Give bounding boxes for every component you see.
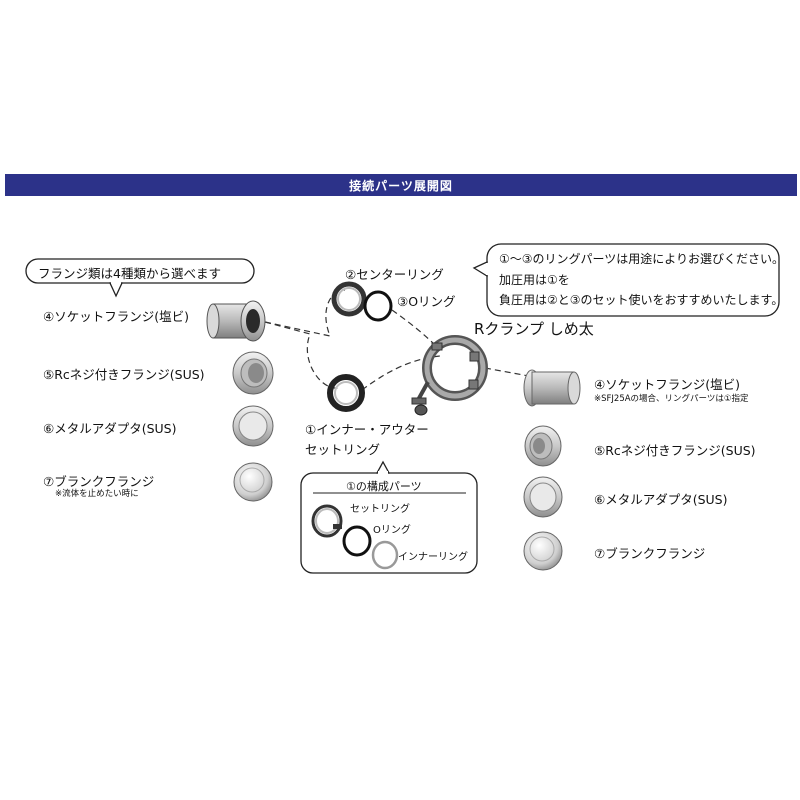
composition-o-ring-icon [342,525,372,557]
composition-title: ①の構成パーツ [346,480,422,493]
composition-o-ring-label: Oリング [373,525,411,536]
ring-note-line-2: 加圧用は①を [499,273,570,287]
ring-note-line-3: 負圧用は②と③のセット使いをおすすめいたします。 [499,293,784,307]
composition-inner-ring-icon [371,540,399,570]
r-clamp-label: Rクランプ しめ太 [474,320,594,338]
left-socket-flange-icon [206,300,266,342]
inner-outer-label-line-1: ①インナー・アウター [305,422,429,437]
page-title: 接続パーツ展開図 [349,179,453,193]
inner-outer-label-line-2: セットリング [305,442,381,457]
r-clamp-icon [411,335,488,416]
center-ring-label: ②センターリング [345,267,444,282]
right-socket-flange-note: ※SFJ25Aの場合、リングパーツは①指定 [594,394,749,404]
composition-set-ring-label: セットリング [350,504,410,515]
left-metal-adapter-label: ⑥メタルアダプタ(SUS) [43,421,177,436]
ring-note-line-1: ①〜③のリングパーツは用途によりお選びください。 [499,252,785,266]
left-blank-flange-note: ※流体を止めたい時に [55,489,139,499]
o-ring-label: ③Oリング [397,294,456,309]
right-threaded-flange-icon [524,425,562,467]
right-socket-flange-icon [523,369,581,407]
o-ring-icon [363,290,393,322]
header-bar: 接続パーツ展開図 [5,174,797,196]
left-socket-flange-label: ④ソケットフランジ(塩ビ) [43,309,189,324]
right-threaded-flange-label: ⑤Rcネジ付きフランジ(SUS) [594,443,756,458]
right-metal-adapter-label: ⑥メタルアダプタ(SUS) [594,492,728,507]
left-threaded-flange-icon [232,351,274,395]
composition-set-ring-icon [311,504,343,538]
right-metal-adapter-icon [523,476,563,518]
right-blank-flange-icon [523,531,563,571]
flange-types-callout [25,258,255,298]
inner-outer-set-ring-icon [327,374,365,412]
left-blank-flange-icon [233,462,273,502]
composition-inner-ring-label: インナーリング [398,552,468,563]
right-blank-flange-label: ⑦ブランクフランジ [594,546,706,561]
left-threaded-flange-label: ⑤Rcネジ付きフランジ(SUS) [43,367,205,382]
center-ring-icon [331,281,367,317]
left-metal-adapter-icon [232,405,274,447]
right-socket-flange-label: ④ソケットフランジ(塩ビ) [594,377,740,392]
ring-note-callout [472,243,780,317]
left-blank-flange-label: ⑦ブランクフランジ [43,474,155,489]
flange-types-text: フランジ類は4種類から選べます [38,266,221,281]
